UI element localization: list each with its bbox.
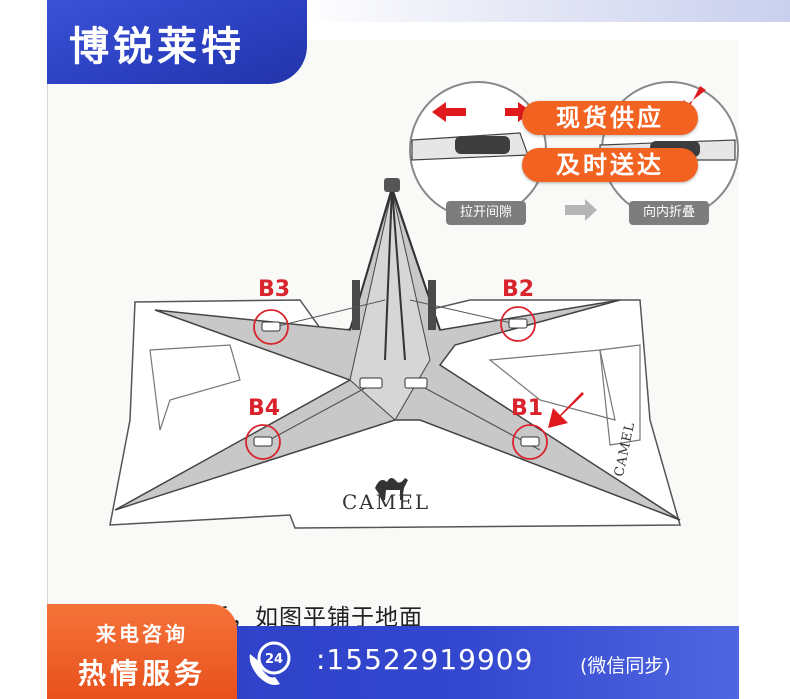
frame-hub [384,178,400,192]
phone-note: (微信同步) [580,655,671,677]
ground-fold-left [149,344,241,431]
label-b1: B1 [511,396,544,421]
phone-number[interactable]: :15522919909 [316,643,534,676]
arrow-right-icon [505,102,532,122]
promo-fast-delivery: 及时送达 [522,148,698,182]
marker-b4 [245,424,281,460]
marker-b1 [512,424,548,460]
top-gradient-strip [300,0,790,22]
hotline-line2: 热情服务 [77,657,206,690]
label-b3: B3 [258,277,291,302]
marker-b2 [500,306,536,342]
label-b2: B2 [502,277,535,302]
label-b4: B4 [248,396,281,421]
arrow-down-icon [548,392,584,428]
promo-in-stock: 现货供应 [522,101,698,135]
ground-fold-right2 [599,344,641,446]
marker-b3 [253,309,289,345]
right-margin [739,0,790,699]
camel-logo-icon [375,478,408,500]
hotline-line1: 来电咨询 [96,622,188,646]
tent-body-light [349,189,431,421]
step-label-open-gap: 拉开间隙 [446,201,526,225]
brand-banner: 博锐莱特 [47,0,307,84]
camel-logo-text: CAMEL [342,490,431,514]
phone-badge-number: 24 [265,652,283,667]
phone-24h-icon: 24 [249,641,291,685]
ground-fold-right [488,349,616,421]
hotline-badge: 来电咨询 热情服务 [47,604,237,699]
arrow-right-gray-icon [565,199,597,221]
step-label-fold-in: 向内折叠 [629,201,709,225]
brand-title: 博锐莱特 [69,24,245,70]
arrow-left-icon [432,102,466,122]
